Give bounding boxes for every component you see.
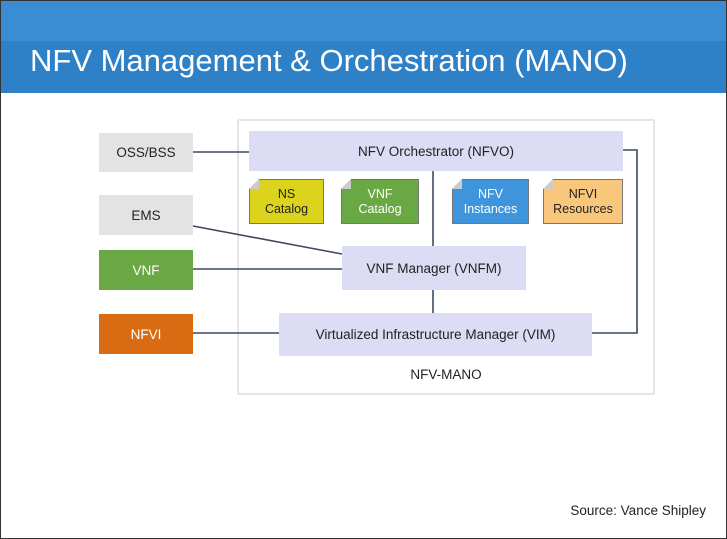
nfv-mano-label: NFV-MANO [410,367,482,382]
nfvi-resources-line1: NFVI [568,186,598,201]
nfv-instances-line1: NFV [477,186,503,201]
source-credit: Source: Vance Shipley [570,503,706,518]
vnf-catalog-line2: Catalog [358,201,402,216]
vnfm-box: VNF Manager (VNFM) [342,246,526,290]
nfvi-resources-fold-icon [543,179,553,189]
vnf-catalog-line1: VNF [367,186,393,201]
ems-box: EMS [99,195,193,235]
nfvi-resources-line2: Resources [553,201,613,216]
ems-vnfm-link [192,225,343,255]
slide-title: NFV Management & Orchestration (MANO) [30,43,628,78]
nfvo-box: NFV Orchestrator (NFVO) [249,131,623,171]
nfvi-box: NFVI [99,314,193,354]
vnf-box: VNF [99,250,193,290]
oss-bss-box: OSS/BSS [99,133,193,172]
title-bar: NFV Management & Orchestration (MANO) [1,1,726,93]
nfv-instances-fold-icon [452,179,462,189]
ns-catalog-line2: Catalog [264,201,309,216]
ns-catalog-fold-icon [249,179,259,189]
nfvo-vim-link [592,149,638,334]
vim-box: Virtualized Infrastructure Manager (VIM) [279,313,592,356]
ns-catalog-line1: NS [277,186,296,201]
nfv-instances-line2: Instances [463,201,518,216]
vnf-catalog-fold-icon [341,179,351,189]
